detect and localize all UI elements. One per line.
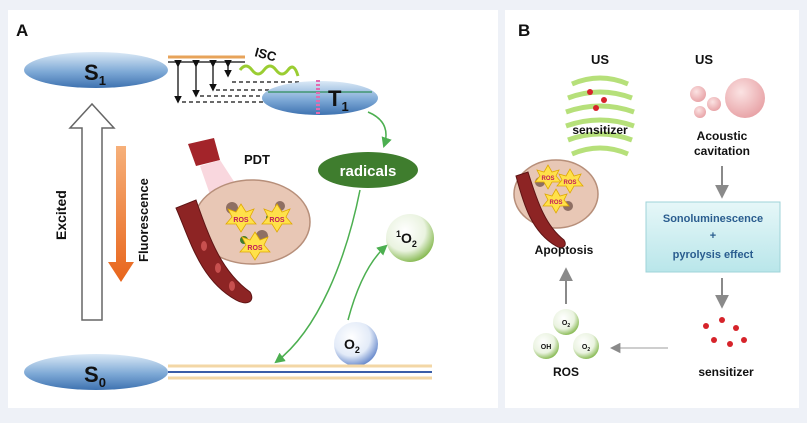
singlet-oxygen-label: 1O2 [396,229,417,249]
oxygen-bubble [334,322,378,366]
ros-label: ROS [553,365,579,379]
cavitation-bubbles [690,78,765,118]
isc-wavy-arrow [238,64,300,77]
apoptosis-label: Apoptosis [535,243,594,257]
tumor-b-ros-3: ROS [549,200,562,206]
radicals-label: radicals [340,163,397,180]
sensitizer-label-bottom: sensitizer [698,365,754,379]
us-label-right: US [695,52,713,67]
sensitizer-dots-top [587,89,607,111]
t1-label: T1 [328,86,349,114]
s1-ellipse [24,52,168,88]
s0-label: S0 [84,362,106,390]
singlet-oxygen-bubble [386,214,434,262]
t1-to-radicals-arrow [367,111,392,148]
sdt-tumor-illustration [513,159,599,249]
tumor-b-ros-2: ROS [563,180,576,186]
ultrasound-waves [565,75,635,157]
s0-ellipse [24,354,168,390]
us-label-left: US [591,52,609,67]
s1-label: S1 [84,60,106,88]
tumor-a-ros-bursts [225,203,293,261]
oxygen-to-singlet-arrow [347,244,388,321]
sono-box-line-3: pyrolysis effect [673,249,754,261]
ros-bubble-2-label: OH [541,344,552,351]
sensitizer-label-top: sensitizer [572,123,628,137]
sono-box-line-1: Sonoluminescence [663,213,763,225]
tumor-a-ros-1: ROS [233,217,249,224]
acoustic-cavitation-label-2: cavitation [694,144,750,158]
ros-bubble-1-label: O2 [562,320,570,329]
fluorescence-arrow [108,146,134,282]
sonoluminescence-box [645,201,781,273]
ros-bubble-1 [553,309,579,335]
radicals-to-s0-arrow [274,189,361,364]
acoustic-cavitation-label-1: Acoustic [697,129,748,143]
tumor-b-ros-1: ROS [541,176,554,182]
excited-label: Excited [53,190,69,240]
ros-bubble-2 [533,333,559,359]
fluorescence-label: Fluorescence [136,178,151,262]
sono-box-line-2: + [710,230,716,242]
excited-arrow [68,102,116,321]
pdt-label: PDT [244,152,270,167]
ros-bubble-3-label: O2 [582,344,590,353]
sensitizer-dots-bottom [703,317,747,347]
tumor-a-ros-2: ROS [269,217,285,224]
ros-bubble-3 [573,333,599,359]
panel-a-label: A [16,21,28,40]
oxygen-label: O2 [344,336,360,355]
panel-b-label: B [518,21,530,40]
radicals-ellipse [318,152,418,188]
isc-label: ISC [253,44,278,64]
tumor-a-ros-3: ROS [247,245,263,252]
